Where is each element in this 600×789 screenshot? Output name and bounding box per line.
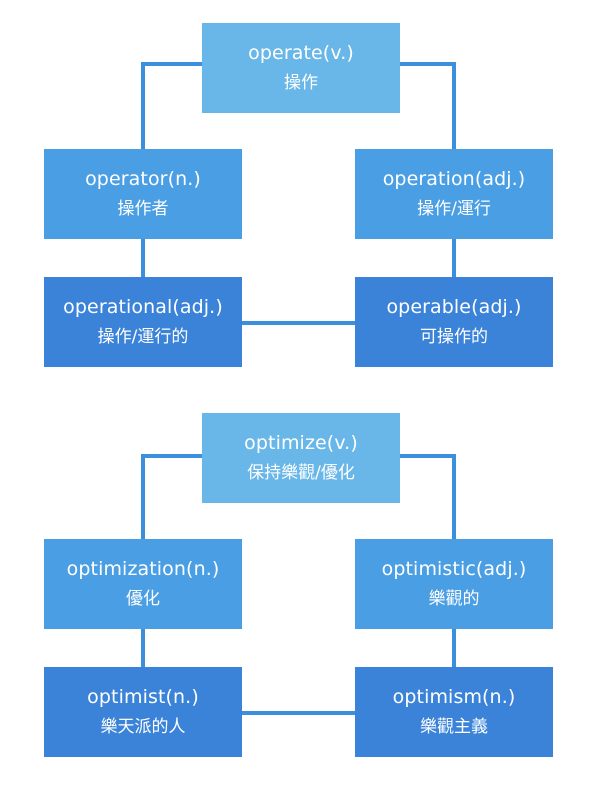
node-en-label: optimize(v.)	[244, 432, 358, 454]
node-zh-label: 樂觀的	[428, 589, 480, 609]
node-en-label: optimist(n.)	[87, 686, 199, 708]
node-operation: operation(adj.) 操作/運行	[355, 149, 553, 239]
node-en-label: operational(adj.)	[63, 296, 223, 318]
node-operate: operate(v.) 操作	[202, 23, 400, 113]
node-zh-label: 操作/運行	[417, 199, 491, 219]
node-optimize: optimize(v.) 保持樂觀/優化	[202, 413, 400, 503]
node-optimism: optimism(n.) 樂觀主義	[355, 667, 553, 757]
node-zh-label: 操作/運行的	[97, 327, 189, 347]
node-operable: operable(adj.) 可操作的	[355, 277, 553, 367]
node-operator: operator(n.) 操作者	[44, 149, 242, 239]
connector-operate-operator	[141, 62, 202, 149]
node-en-label: operable(adj.)	[386, 296, 522, 318]
node-optimization: optimization(n.) 優化	[44, 539, 242, 629]
node-optimist: optimist(n.) 樂天派的人	[44, 667, 242, 757]
node-en-label: operate(v.)	[248, 42, 354, 64]
node-en-label: optimism(n.)	[392, 686, 516, 708]
node-zh-label: 樂天派的人	[100, 717, 186, 737]
node-en-label: operator(n.)	[85, 168, 201, 190]
node-zh-label: 可操作的	[420, 327, 488, 347]
connector-optimize-optimistic	[400, 454, 456, 539]
node-zh-label: 優化	[126, 589, 160, 609]
node-en-label: optimization(n.)	[66, 558, 220, 580]
node-optimistic: optimistic(adj.) 樂觀的	[355, 539, 553, 629]
node-en-label: operation(adj.)	[382, 168, 526, 190]
node-zh-label: 操作	[284, 73, 318, 93]
node-operational: operational(adj.) 操作/運行的	[44, 277, 242, 367]
connector-operate-operation	[400, 62, 456, 149]
connector-optimize-optimization	[141, 454, 202, 539]
node-en-label: optimistic(adj.)	[381, 558, 527, 580]
node-zh-label: 樂觀主義	[420, 717, 488, 737]
node-zh-label: 保持樂觀/優化	[247, 463, 355, 483]
node-zh-label: 操作者	[117, 199, 169, 219]
